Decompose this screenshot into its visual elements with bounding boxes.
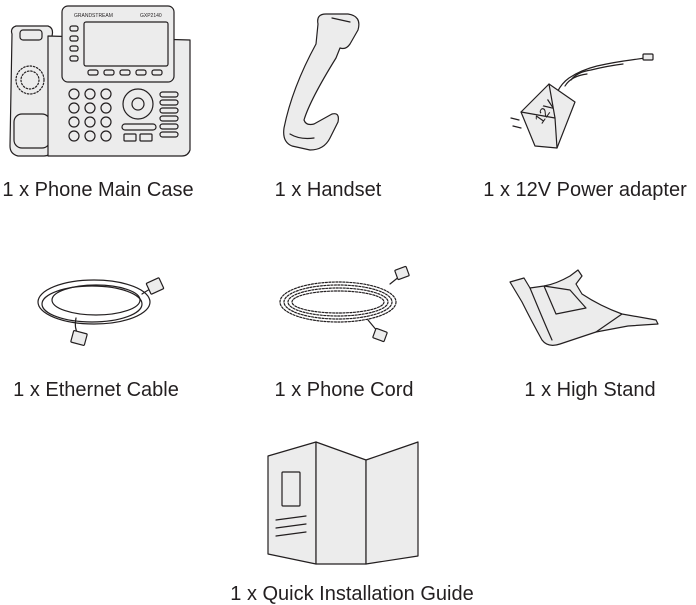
quick-installation-guide-caption: 1 x Quick Installation Guide <box>230 583 474 605</box>
phone-main-case-caption: 1 x Phone Main Case <box>2 179 194 201</box>
high-stand-illustration <box>509 269 659 346</box>
phone-cord-illustration <box>279 265 410 343</box>
phone-main-case-illustration: GRANDSTREAM GXP2140 <box>9 5 191 157</box>
quick-installation-guide-illustration <box>267 441 419 565</box>
power-adapter-caption: 1 x 12V Power adapter <box>483 179 687 201</box>
phone-brand-text: GRANDSTREAM <box>74 13 113 19</box>
handset-illustration <box>283 13 360 151</box>
phone-cord-caption: 1 x Phone Cord <box>274 379 414 401</box>
ethernet-cable-caption: 1 x Ethernet Cable <box>13 379 179 401</box>
power-adapter-illustration: 12V <box>510 53 654 149</box>
ethernet-cable-illustration <box>37 277 165 346</box>
handset-caption: 1 x Handset <box>274 179 382 201</box>
phone-model-text: GXP2140 <box>140 13 162 19</box>
high-stand-caption: 1 x High Stand <box>524 379 656 401</box>
